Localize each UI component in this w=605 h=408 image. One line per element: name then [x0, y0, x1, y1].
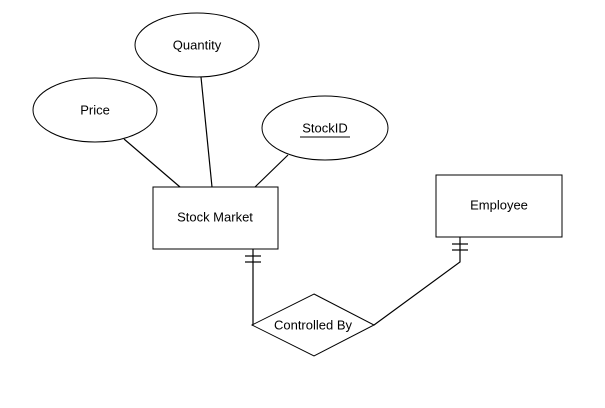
attribute-price-label: Price	[80, 103, 110, 118]
connector-price-stock-market	[123, 138, 181, 188]
attribute-quantity-label: Quantity	[173, 38, 222, 53]
connector-stockid-stock-market	[254, 154, 289, 188]
entity-employee-label: Employee	[470, 198, 528, 213]
attribute-stockid[interactable]: StockID	[261, 95, 389, 161]
relationship-controlled-by-label: Controlled By	[274, 318, 353, 333]
relationship-controlled-by[interactable]: Controlled By	[250, 293, 376, 357]
connector-stock-market-controlled-by	[252, 249, 254, 326]
attribute-quantity[interactable]: Quantity	[134, 12, 260, 78]
attribute-stockid-label: StockID	[302, 121, 348, 136]
connector-quantity-stock-market	[200, 76, 213, 188]
entity-employee[interactable]: Employee	[435, 174, 563, 238]
entity-stock-market[interactable]: Stock Market	[152, 186, 279, 250]
connector-controlled-by-employee	[373, 237, 461, 326]
attribute-price[interactable]: Price	[32, 77, 158, 143]
entity-stock-market-label: Stock Market	[177, 210, 253, 225]
